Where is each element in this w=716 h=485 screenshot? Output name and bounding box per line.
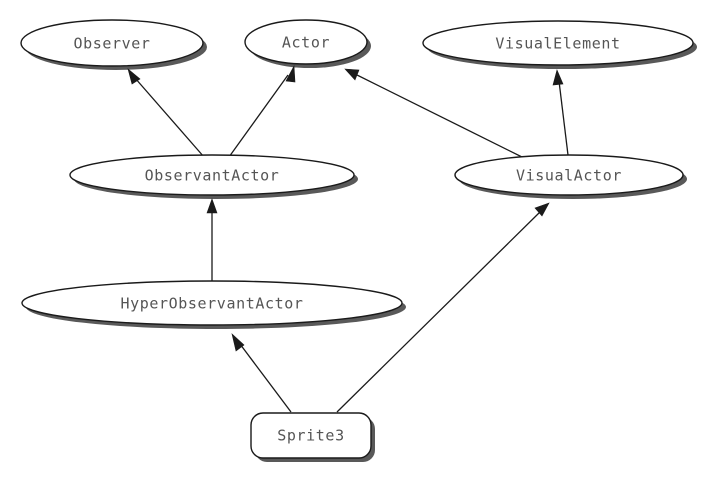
edge-hyper-to-observant-actor xyxy=(206,198,218,281)
arrowhead-icon xyxy=(285,64,296,83)
arrowhead-icon xyxy=(552,69,564,86)
arrowhead-icon xyxy=(206,198,218,214)
arrowhead-icon xyxy=(231,333,245,352)
arrowhead-icon xyxy=(127,68,141,85)
edge-sprite3-to-visual-actor xyxy=(336,202,550,413)
visual-element-label: VisualElement xyxy=(495,35,620,53)
sprite3-rect[interactable] xyxy=(250,412,372,459)
edge-visual-actor-to-actor xyxy=(344,68,525,159)
visual-actor-label: VisualActor xyxy=(516,167,622,185)
hyper-observant-actor-ellipse[interactable] xyxy=(21,280,403,326)
node-visual-element[interactable]: VisualElement xyxy=(422,20,694,66)
node-shadows xyxy=(25,24,697,462)
arrowhead-icon xyxy=(344,68,360,81)
edge-observant-actor-to-observer xyxy=(127,68,205,158)
inheritance-edges xyxy=(127,64,569,413)
node-observant-actor[interactable]: ObservantActor xyxy=(69,154,355,196)
hyper-observant-actor-label: HyperObservantActor xyxy=(121,295,304,313)
node-actor[interactable]: Actor xyxy=(244,19,368,65)
node-sprite3[interactable]: Sprite3 xyxy=(250,412,372,459)
visual-actor-ellipse[interactable] xyxy=(454,154,684,196)
node-observer[interactable]: Observer xyxy=(20,19,204,67)
actor-ellipse[interactable] xyxy=(244,19,368,65)
arrowhead-icon xyxy=(534,202,550,217)
nodes: Observer Actor VisualElement ObservantAc… xyxy=(20,19,694,459)
edge-observant-actor-to-actor xyxy=(228,64,296,158)
actor-label: Actor xyxy=(282,34,330,52)
node-hyper-observant-actor[interactable]: HyperObservantActor xyxy=(21,280,403,326)
node-visual-actor[interactable]: VisualActor xyxy=(454,154,684,196)
visual-element-ellipse[interactable] xyxy=(422,20,694,66)
sprite3-label: Sprite3 xyxy=(277,427,344,445)
edge-visual-actor-to-visual-element xyxy=(552,69,569,156)
observant-actor-label: ObservantActor xyxy=(145,167,280,185)
observer-ellipse[interactable] xyxy=(20,19,204,67)
observant-actor-ellipse[interactable] xyxy=(69,154,355,196)
observer-label: Observer xyxy=(73,35,150,53)
edge-sprite3-to-hyper xyxy=(231,333,292,413)
